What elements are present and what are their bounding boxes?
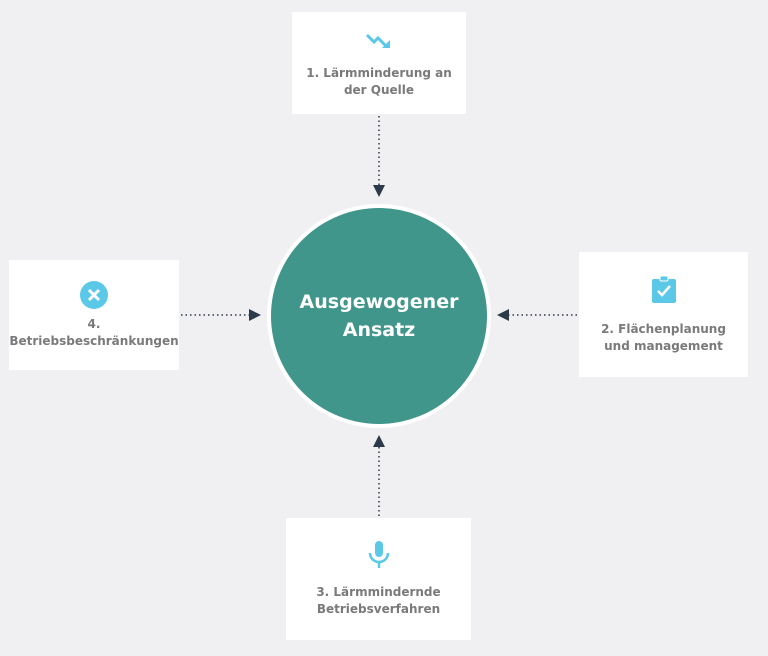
node-label: 2. Flächenplanung [601, 321, 726, 336]
trend-down-icon [364, 27, 394, 57]
node-label: 1. Lärmminderung an [306, 66, 452, 80]
close-circle-icon [79, 280, 109, 310]
node-label: der Quelle [343, 83, 415, 97]
node-operating-restrictions: 4. Betriebsbeschränkungen [9, 260, 179, 370]
node-label: 4. [87, 317, 101, 331]
center-title-line2: Ansatz [342, 319, 416, 341]
node-label: 3. Lärmmindernde [316, 585, 441, 599]
microphone-icon [364, 540, 394, 570]
node-label: Betriebsbeschränkungen [9, 334, 179, 348]
center-title-line1: Ausgewogener [299, 291, 459, 313]
clipboard-check-icon [649, 275, 679, 305]
node-label: und management [604, 338, 723, 353]
node-label: Betriebsverfahren [316, 602, 441, 616]
node-source-reduction: 1. Lärmminderung an der Quelle [292, 12, 466, 114]
node-land-use-planning: 2. Flächenplanung und management [579, 252, 748, 377]
